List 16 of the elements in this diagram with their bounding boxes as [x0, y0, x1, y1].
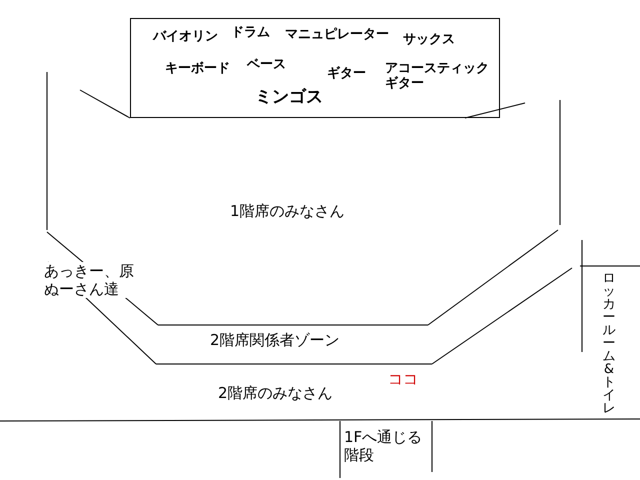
seat-area-label: 2階席関係者ゾーン: [210, 331, 340, 349]
stage-box: [130, 18, 500, 118]
stage-member-label: マニュピレーター: [285, 27, 389, 42]
seat-area-label: 1階席のみなさん: [230, 202, 345, 220]
stairs-label: 1Fへ通じる階段: [344, 428, 424, 464]
stage-member-label: サックス: [403, 32, 455, 47]
stage-member-label: ミンゴス: [255, 87, 323, 107]
stage-member-label: バイオリン: [153, 29, 218, 44]
stage-member-label: ベース: [247, 57, 286, 72]
location-marker-label: ココ: [388, 370, 418, 388]
stage-member-label: ギター: [327, 66, 366, 81]
room-label: ロッカールーム&トイレ: [602, 272, 616, 415]
seat-area-label: 2階席のみなさん: [218, 384, 333, 402]
stage-member-label: キーボード: [165, 61, 230, 76]
stage-member-label: ドラム: [231, 25, 270, 40]
stage-member-label: アコースティックギター: [385, 61, 490, 91]
